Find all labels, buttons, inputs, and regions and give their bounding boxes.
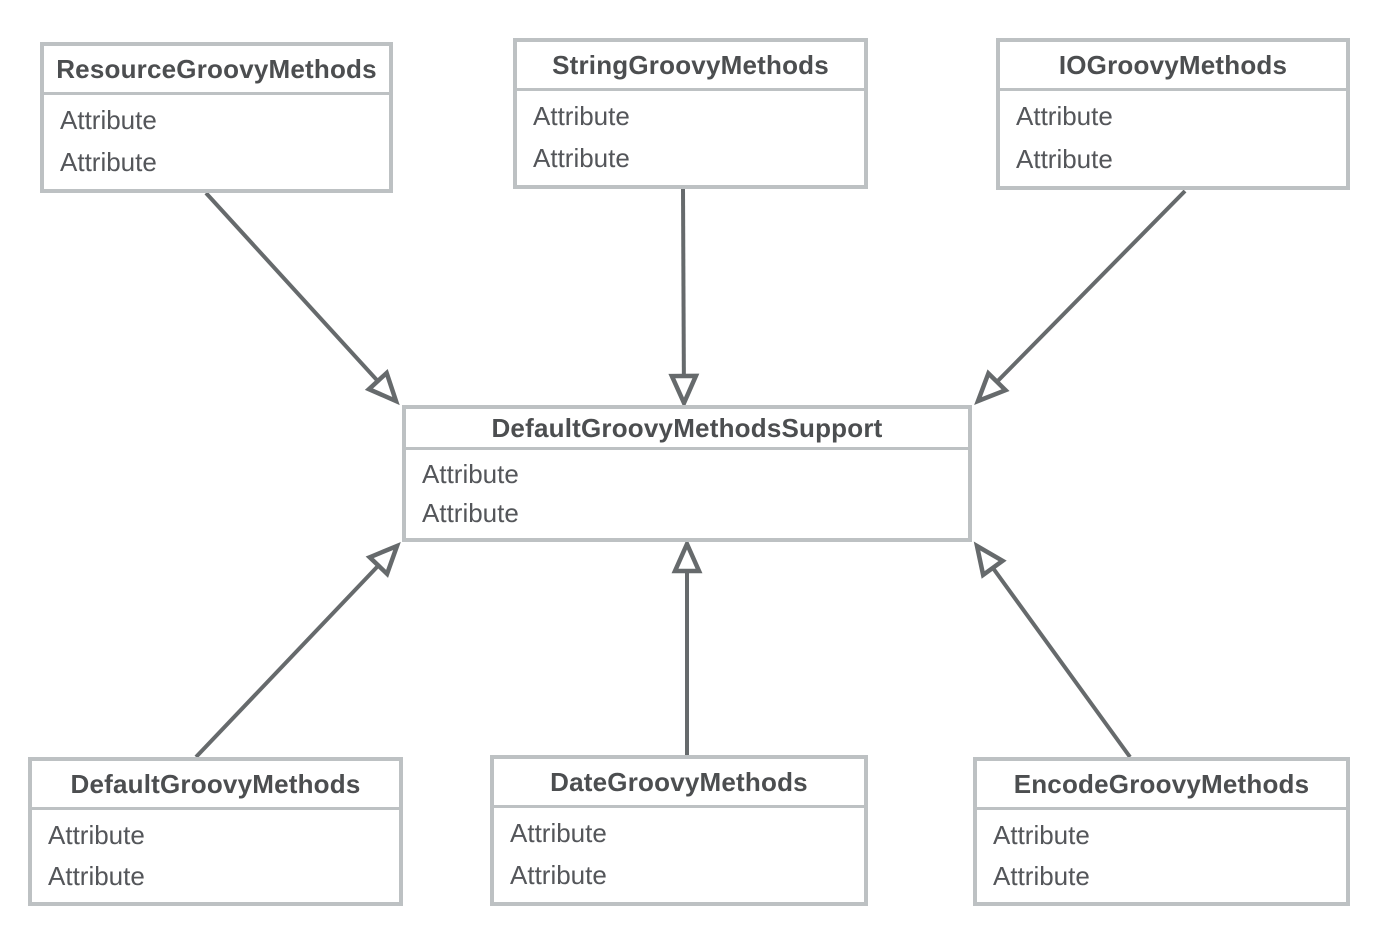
class-attributes: Attribute Attribute (406, 450, 968, 538)
attribute-row: Attribute (510, 818, 607, 848)
inheritance-arrow-string-to-support (668, 188, 700, 409)
class-title: StringGroovyMethods (517, 42, 864, 91)
attribute-row: Attribute (60, 147, 157, 177)
class-attributes: Attribute Attribute (517, 91, 864, 185)
class-node-io-groovy-methods: IOGroovyMethods Attribute Attribute (996, 38, 1350, 190)
attribute-row: Attribute (1016, 101, 1113, 132)
attribute-row: Attribute (60, 105, 157, 135)
class-node-default-groovy-methods-support: DefaultGroovyMethodsSupport Attribute At… (402, 405, 972, 542)
class-title: ResourceGroovyMethods (44, 46, 389, 95)
class-node-string-groovy-methods: StringGroovyMethods Attribute Attribute (513, 38, 868, 189)
attribute-row: Attribute (422, 497, 519, 528)
class-attributes: Attribute Attribute (44, 95, 389, 189)
class-title: DateGroovyMethods (494, 759, 864, 808)
attribute-row: Attribute (993, 860, 1090, 891)
attribute-row: Attribute (510, 860, 607, 890)
class-title: IOGroovyMethods (1000, 42, 1346, 91)
attribute-row: Attribute (533, 101, 630, 131)
attribute-row: Attribute (422, 458, 519, 489)
class-attributes: Attribute Attribute (494, 808, 864, 902)
class-node-encode-groovy-methods: EncodeGroovyMethods Attribute Attribute (973, 757, 1350, 906)
class-node-date-groovy-methods: DateGroovyMethods Attribute Attribute (490, 755, 868, 906)
inheritance-arrow-resource-to-support (204, 191, 400, 406)
class-attributes: Attribute Attribute (32, 810, 399, 902)
attribute-row: Attribute (48, 819, 145, 850)
class-node-resource-groovy-methods: ResourceGroovyMethods Attribute Attribut… (40, 42, 393, 193)
attribute-row: Attribute (48, 860, 145, 891)
attribute-row: Attribute (1016, 143, 1113, 174)
inheritance-arrow-default-to-support (194, 541, 401, 759)
class-title: EncodeGroovyMethods (977, 761, 1346, 810)
attribute-row: Attribute (993, 819, 1090, 850)
class-node-default-groovy-methods: DefaultGroovyMethods Attribute Attribute (28, 757, 403, 906)
class-attributes: Attribute Attribute (977, 810, 1346, 902)
inheritance-arrow-io-to-support (974, 189, 1187, 405)
class-title: DefaultGroovyMethods (32, 761, 399, 810)
attribute-row: Attribute (533, 143, 630, 173)
class-title: DefaultGroovyMethodsSupport (406, 409, 968, 450)
class-attributes: Attribute Attribute (1000, 91, 1346, 186)
inheritance-arrow-encode-to-support (973, 541, 1132, 759)
